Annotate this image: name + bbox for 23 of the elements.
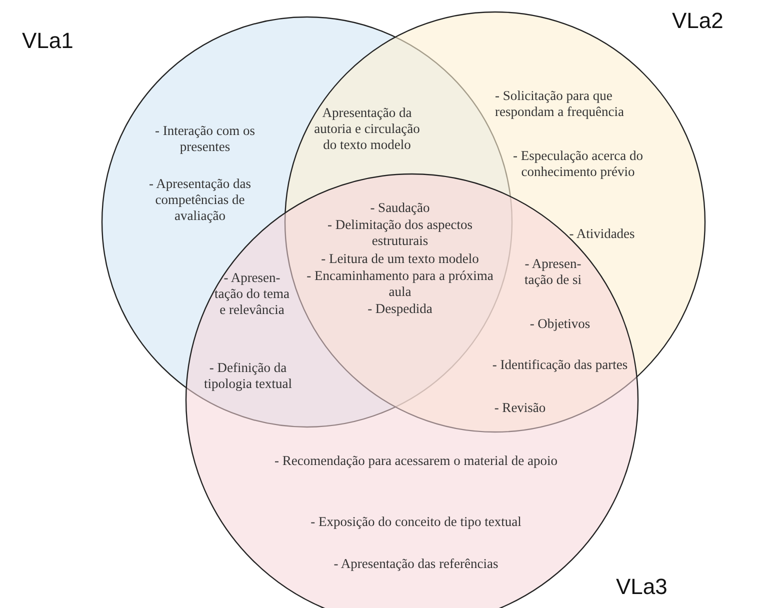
set-label: VLa1 [22, 28, 74, 54]
region-text: - Definição da tipologia textual [202, 360, 294, 392]
region-text: - Especulação acerca do conhecimento prévio [512, 148, 644, 180]
region-text: Apresentação da autoria e circulação do texto modelo [313, 105, 421, 154]
region-text: - Apresentação das competências de avaliação [148, 176, 252, 225]
region-text: - Leitura de um texto modelo [320, 251, 480, 268]
region-text: - Despedida [366, 301, 434, 318]
region-text: - Exposição do conceito de tipo textual [310, 514, 522, 530]
region-text: - Apresen- tação de si [524, 256, 582, 288]
set-label: VLa2 [672, 8, 724, 34]
region-text: - Solicitação para que respondam a frequência [495, 88, 625, 120]
region-text: - Encaminhamento para a próxima aula [306, 268, 494, 300]
region-text: - Delimitação dos aspectos estruturais [326, 217, 474, 250]
region-text: - Recomendação para acessarem o material de apoio [274, 453, 558, 470]
set-label: VLa3 [616, 574, 668, 600]
region-text: - Identificação das partes [491, 357, 629, 374]
region-text: - Objetivos [528, 316, 592, 332]
region-text: - Apresentação das referências [332, 556, 500, 572]
region-text: - Apresen- tação do tema e relevância [214, 270, 290, 319]
region-text: - Saudação [369, 200, 431, 216]
region-text: - Interação com os presentes [154, 123, 256, 156]
region-text: - Atividades [568, 226, 636, 242]
region-text: - Revisão [493, 400, 547, 416]
